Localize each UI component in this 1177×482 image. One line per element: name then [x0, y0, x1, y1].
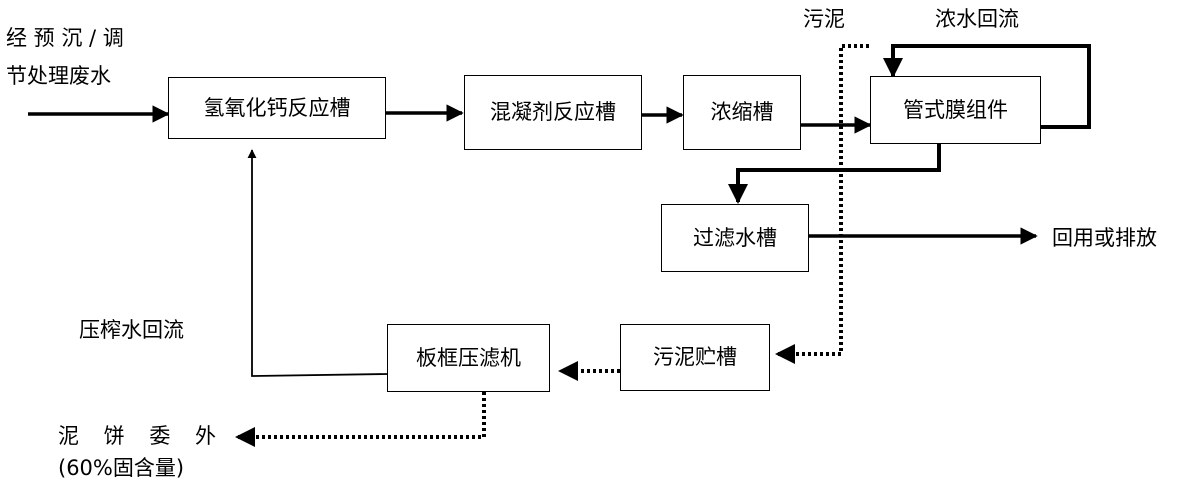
input-label-line1: 经 预 沉 / 调: [6, 26, 124, 50]
filtrate-water-tank-label: 过滤水槽: [693, 225, 777, 250]
sludge-dotted-line: [775, 44, 869, 364]
coagulant-reaction-tank: 混凝剂反应槽: [464, 75, 642, 150]
reuse-discharge-label: 回用或排放: [1052, 226, 1157, 250]
tubular-membrane-module: 管式膜组件: [870, 76, 1041, 144]
plate-frame-filter-press: 板框压滤机: [387, 324, 550, 392]
membrane-to-filtrate-arrow: [728, 143, 941, 204]
thickening-tank-label: 浓缩槽: [710, 100, 774, 124]
sludge-cake-label-line2: (60%固含量): [58, 456, 185, 480]
press-to-cake-arrow: [235, 392, 486, 447]
caoh2-reaction-tank-label: 氢氧化钙反应槽: [203, 95, 351, 120]
plate-frame-filter-press-label: 板框压滤机: [416, 345, 521, 370]
concentrate-return-label: 浓水回流: [935, 7, 1019, 31]
sludge-cake-label-line1: 泥 饼 委 外: [58, 424, 226, 448]
sludge-storage-tank: 污泥贮槽: [620, 324, 770, 391]
input-label-line2: 节处理废水: [6, 64, 111, 88]
sludge-label: 污泥: [803, 7, 845, 31]
caoh2-reaction-tank: 氢氧化钙反应槽: [168, 77, 386, 139]
concentrate-return-loop: [883, 44, 1091, 129]
coagulant-reaction-tank-label: 混凝剂反应槽: [490, 100, 616, 124]
thickening-tank: 浓缩槽: [683, 75, 801, 150]
press-water-return-arrow: [247, 149, 388, 377]
sludge-storage-tank-label: 污泥贮槽: [653, 345, 737, 369]
filtrate-water-tank: 过滤水槽: [661, 204, 809, 272]
tubular-membrane-module-label: 管式膜组件: [903, 97, 1008, 122]
press-water-return-label: 压榨水回流: [79, 318, 184, 342]
